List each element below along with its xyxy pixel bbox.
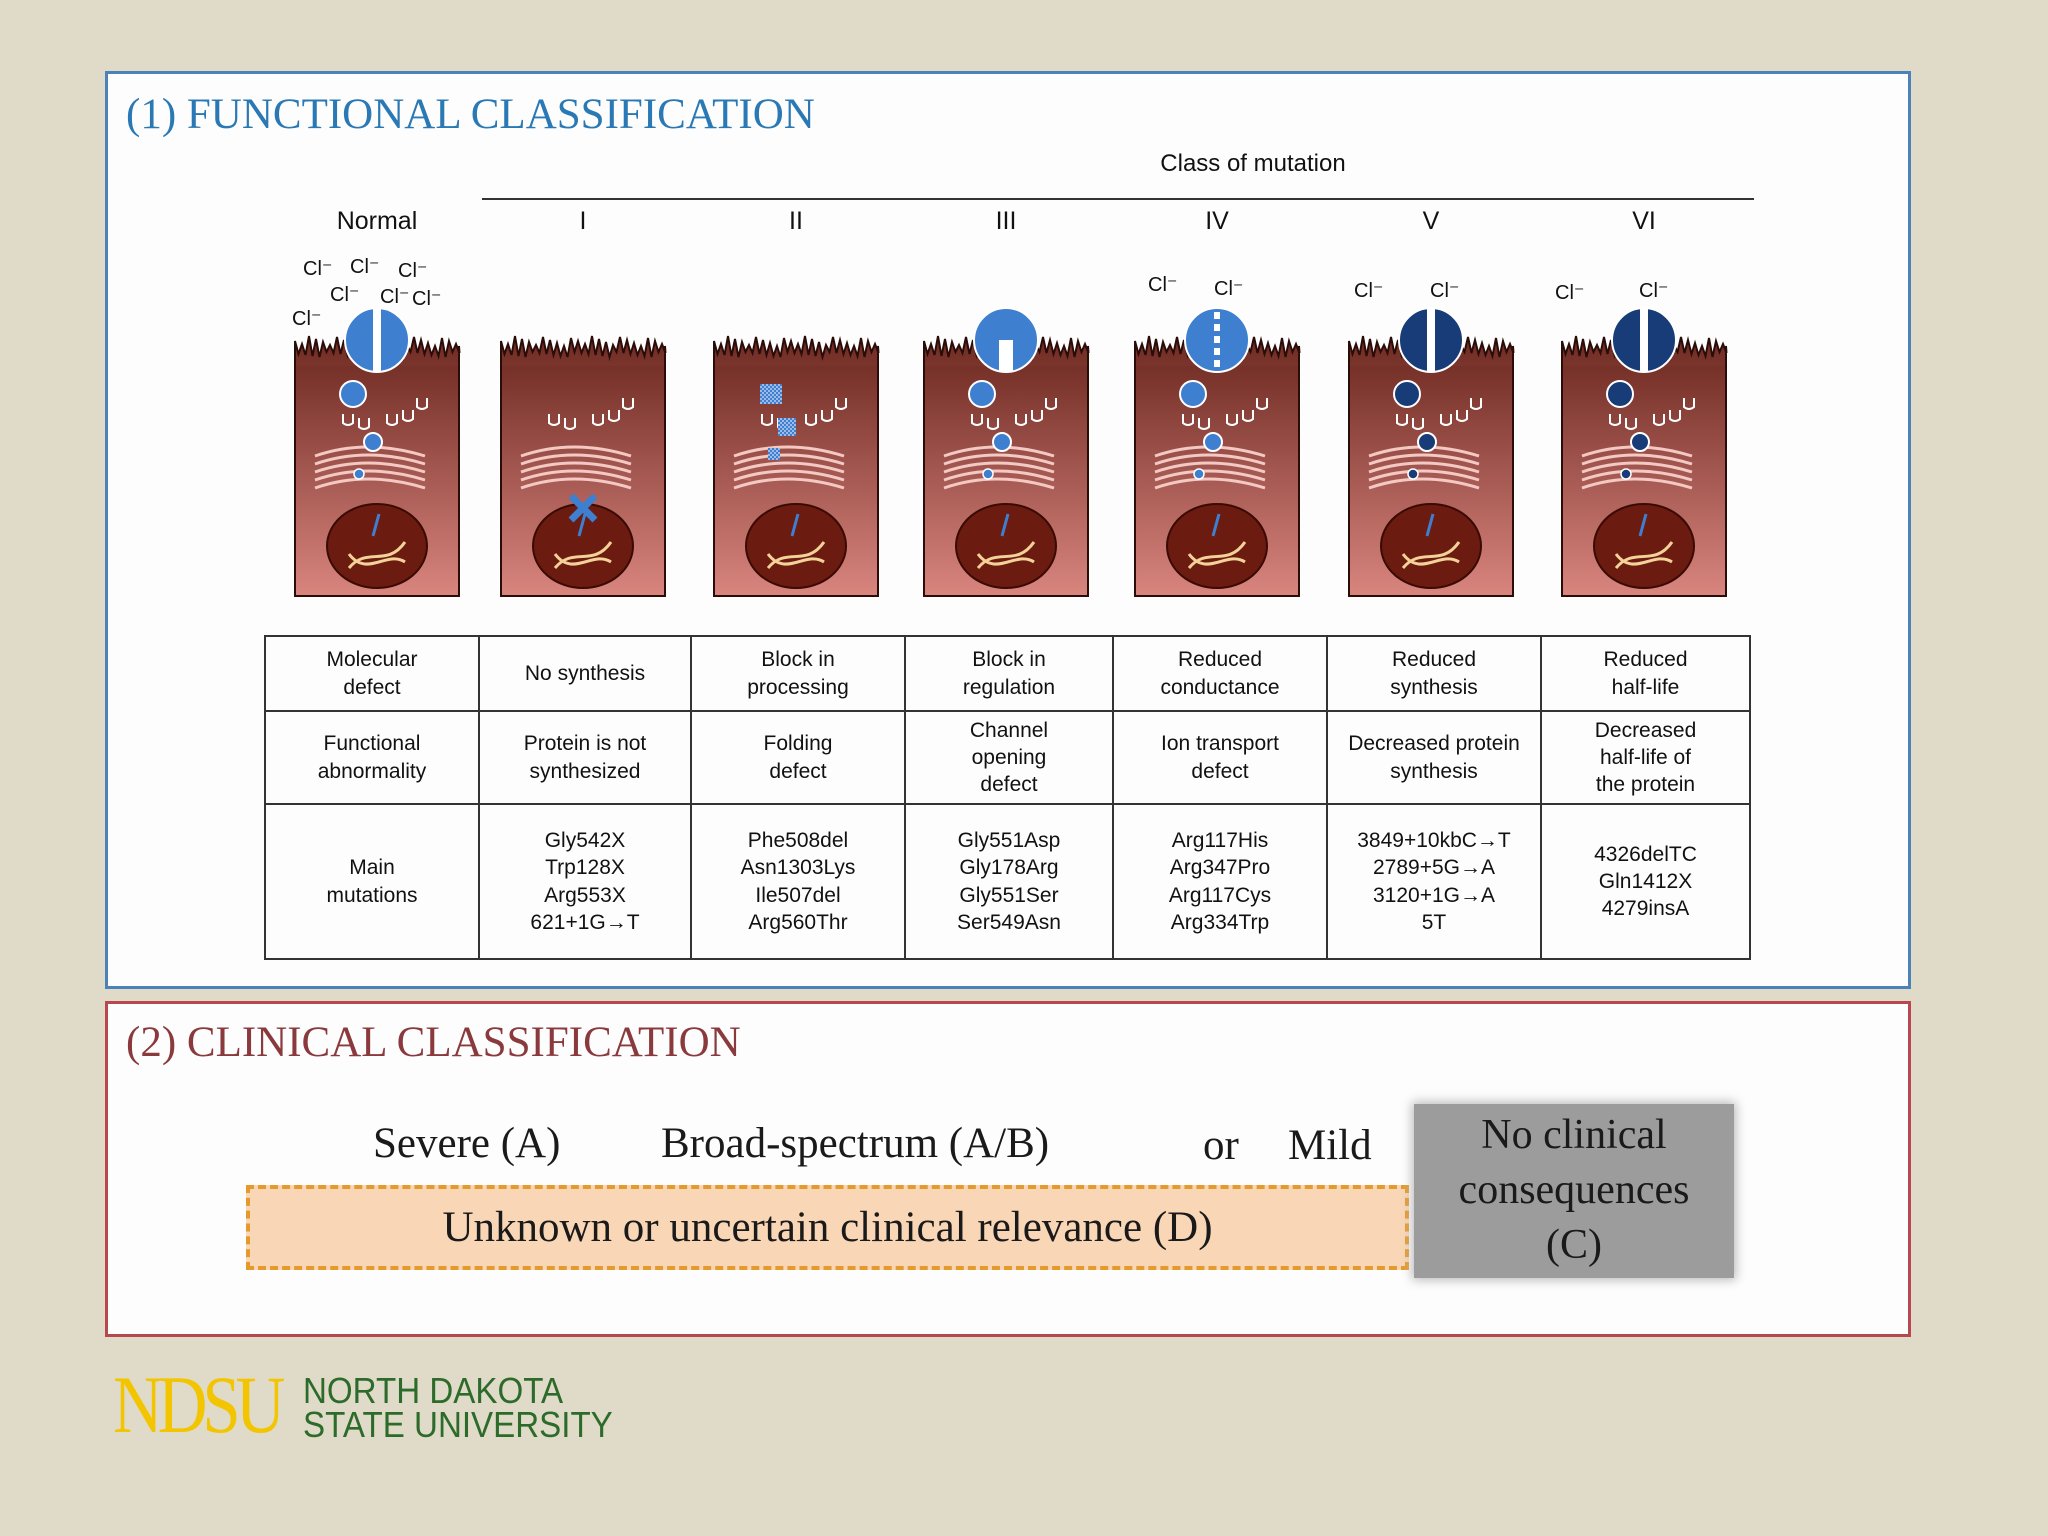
logo-line-2: STATE UNIVERSITY	[303, 1404, 613, 1445]
or-label: or	[1203, 1122, 1239, 1169]
chloride-ion-label: Cl⁻	[350, 256, 380, 278]
cell-illustration-normal	[294, 307, 461, 597]
chloride-ion-label: Cl⁻	[1214, 278, 1244, 300]
table-cell: Gly542X Trp128X Arg553X 621+1G→T	[478, 803, 692, 960]
chloride-ion-label: Cl⁻	[292, 308, 322, 330]
table-cell: Folding defect	[690, 710, 906, 805]
col-label-vi: VI	[1632, 207, 1656, 235]
table-cell: 4326delTC Gln1412X 4279insA	[1540, 803, 1751, 960]
col-label-ii: II	[789, 207, 803, 235]
table-cell: Reduced half-life	[1540, 635, 1751, 712]
chloride-ion-label: Cl⁻	[1148, 274, 1178, 296]
table-cell: Block in regulation	[904, 635, 1114, 712]
chloride-ion-label: Cl⁻	[303, 258, 333, 280]
broad-spectrum-label: Broad-spectrum (A/B)	[661, 1120, 1050, 1167]
chloride-ion-label: Cl⁻	[398, 260, 428, 282]
chloride-ion-label: Cl⁻	[380, 286, 410, 308]
col-label-i: I	[579, 207, 587, 235]
unknown-relevance-box: Unknown or uncertain clinical relevance …	[246, 1185, 1409, 1270]
col-label-normal: Normal	[336, 207, 418, 235]
cell-illustration-ii	[713, 335, 880, 597]
table-cell: Decreased half-life of the protein	[1540, 710, 1751, 805]
mild-label: Mild	[1288, 1122, 1372, 1169]
chloride-ion-label: Cl⁻	[1639, 280, 1669, 302]
row-header-cell: Molecular defect	[264, 635, 480, 712]
row-header-cell: Main mutations	[264, 803, 480, 960]
class-header-rule	[482, 198, 1754, 200]
table-cell: Arg117His Arg347Pro Arg117Cys Arg334Trp	[1112, 803, 1328, 960]
table-cell: Gly551Asp Gly178Arg Gly551Ser Ser549Asn	[904, 803, 1114, 960]
severe-label: Severe (A)	[373, 1120, 561, 1167]
col-label-iv: IV	[1205, 207, 1229, 235]
cell-illustration-iv	[1134, 307, 1301, 597]
table-cell: Protein is not synthesized	[478, 710, 692, 805]
cell-illustration-v	[1348, 307, 1515, 597]
chloride-ion-label: Cl⁻	[1555, 282, 1585, 304]
col-label-iii: III	[995, 207, 1017, 235]
chloride-ion-label: Cl⁻	[1430, 280, 1460, 302]
table-cell: No synthesis	[478, 635, 692, 712]
table-cell: Reduced synthesis	[1326, 635, 1542, 712]
panel-title-clinical: (2) CLINICAL CLASSIFICATION	[126, 1019, 741, 1066]
logo-line-1: NORTH DAKOTA	[303, 1370, 564, 1411]
table-cell: Decreased protein synthesis	[1326, 710, 1542, 805]
cell-illustration-i	[500, 335, 667, 597]
cell-illustration-vi	[1561, 307, 1728, 597]
chloride-ion-label: Cl⁻	[412, 288, 442, 310]
class-of-mutation-header: Class of mutation	[1160, 150, 1346, 177]
logo-wordmark: NDSU	[113, 1359, 285, 1450]
panel-title-functional: (1) FUNCTIONAL CLASSIFICATION	[126, 91, 815, 138]
table-cell: Block in processing	[690, 635, 906, 712]
clinical-classification-panel: (2) CLINICAL CLASSIFICATION Severe (A) B…	[105, 1001, 1911, 1337]
col-label-v: V	[1422, 207, 1440, 235]
table-cell: 3849+10kbC→T 2789+5G→A 3120+1G→A 5T	[1326, 803, 1542, 960]
functional-classification-panel: (1) FUNCTIONAL CLASSIFICATION Class of m…	[105, 71, 1911, 989]
chloride-ion-label: Cl⁻	[1354, 280, 1384, 302]
chloride-ion-label: Cl⁻	[330, 284, 360, 306]
row-header-cell: Functional abnormality	[264, 710, 480, 805]
table-cell: Reduced conductance	[1112, 635, 1328, 712]
table-cell: Channel opening defect	[904, 710, 1114, 805]
table-cell: Ion transport defect	[1112, 710, 1328, 805]
cell-illustration-iii	[923, 307, 1090, 597]
table-cell: Phe508del Asn1303Lys Ile507del Arg560Thr	[690, 803, 906, 960]
